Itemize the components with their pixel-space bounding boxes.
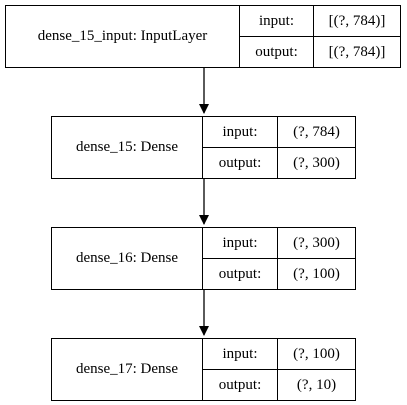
node-ports: input: (?, 784) output: (?, 300) <box>203 117 355 178</box>
output-value: [(?, 784)] <box>328 43 386 60</box>
node-dense-17: dense_17: Dense input: (?, 100) output: … <box>51 338 356 401</box>
input-value: [(?, 784)] <box>328 12 386 29</box>
output-row: output: (?, 300) <box>203 147 355 178</box>
output-label: output: <box>203 148 278 178</box>
output-row: output: (?, 100) <box>203 258 355 289</box>
output-row: output: (?, 10) <box>203 369 355 400</box>
input-label: input: <box>203 339 278 369</box>
output-label: output: <box>203 259 278 289</box>
input-row: input: (?, 300) <box>203 228 355 258</box>
node-name: dense_15_input: InputLayer <box>6 6 240 67</box>
node-ports: input: [(?, 784)] output: [(?, 784)] <box>240 6 400 67</box>
input-label: input: <box>240 6 314 36</box>
output-value: (?, 300) <box>293 154 340 171</box>
node-name: dense_15: Dense <box>52 117 203 178</box>
node-dense-16: dense_16: Dense input: (?, 300) output: … <box>51 227 356 290</box>
node-name: dense_17: Dense <box>52 339 203 400</box>
input-value: (?, 300) <box>293 234 340 251</box>
input-row: input: (?, 100) <box>203 339 355 369</box>
input-row: input: (?, 784) <box>203 117 355 147</box>
input-value: (?, 100) <box>293 345 340 362</box>
output-row: output: [(?, 784)] <box>240 36 400 67</box>
output-label: output: <box>240 37 314 67</box>
input-value: (?, 784) <box>293 123 340 140</box>
node-ports: input: (?, 100) output: (?, 10) <box>203 339 355 400</box>
input-label: input: <box>203 117 278 147</box>
output-label: output: <box>203 370 278 400</box>
node-name: dense_16: Dense <box>52 228 203 289</box>
output-value: (?, 10) <box>296 376 337 393</box>
output-value: (?, 100) <box>293 265 340 282</box>
node-dense-15-input: dense_15_input: InputLayer input: [(?, 7… <box>5 5 401 68</box>
input-label: input: <box>203 228 278 258</box>
node-ports: input: (?, 300) output: (?, 100) <box>203 228 355 289</box>
node-dense-15: dense_15: Dense input: (?, 784) output: … <box>51 116 356 179</box>
input-row: input: [(?, 784)] <box>240 6 400 36</box>
